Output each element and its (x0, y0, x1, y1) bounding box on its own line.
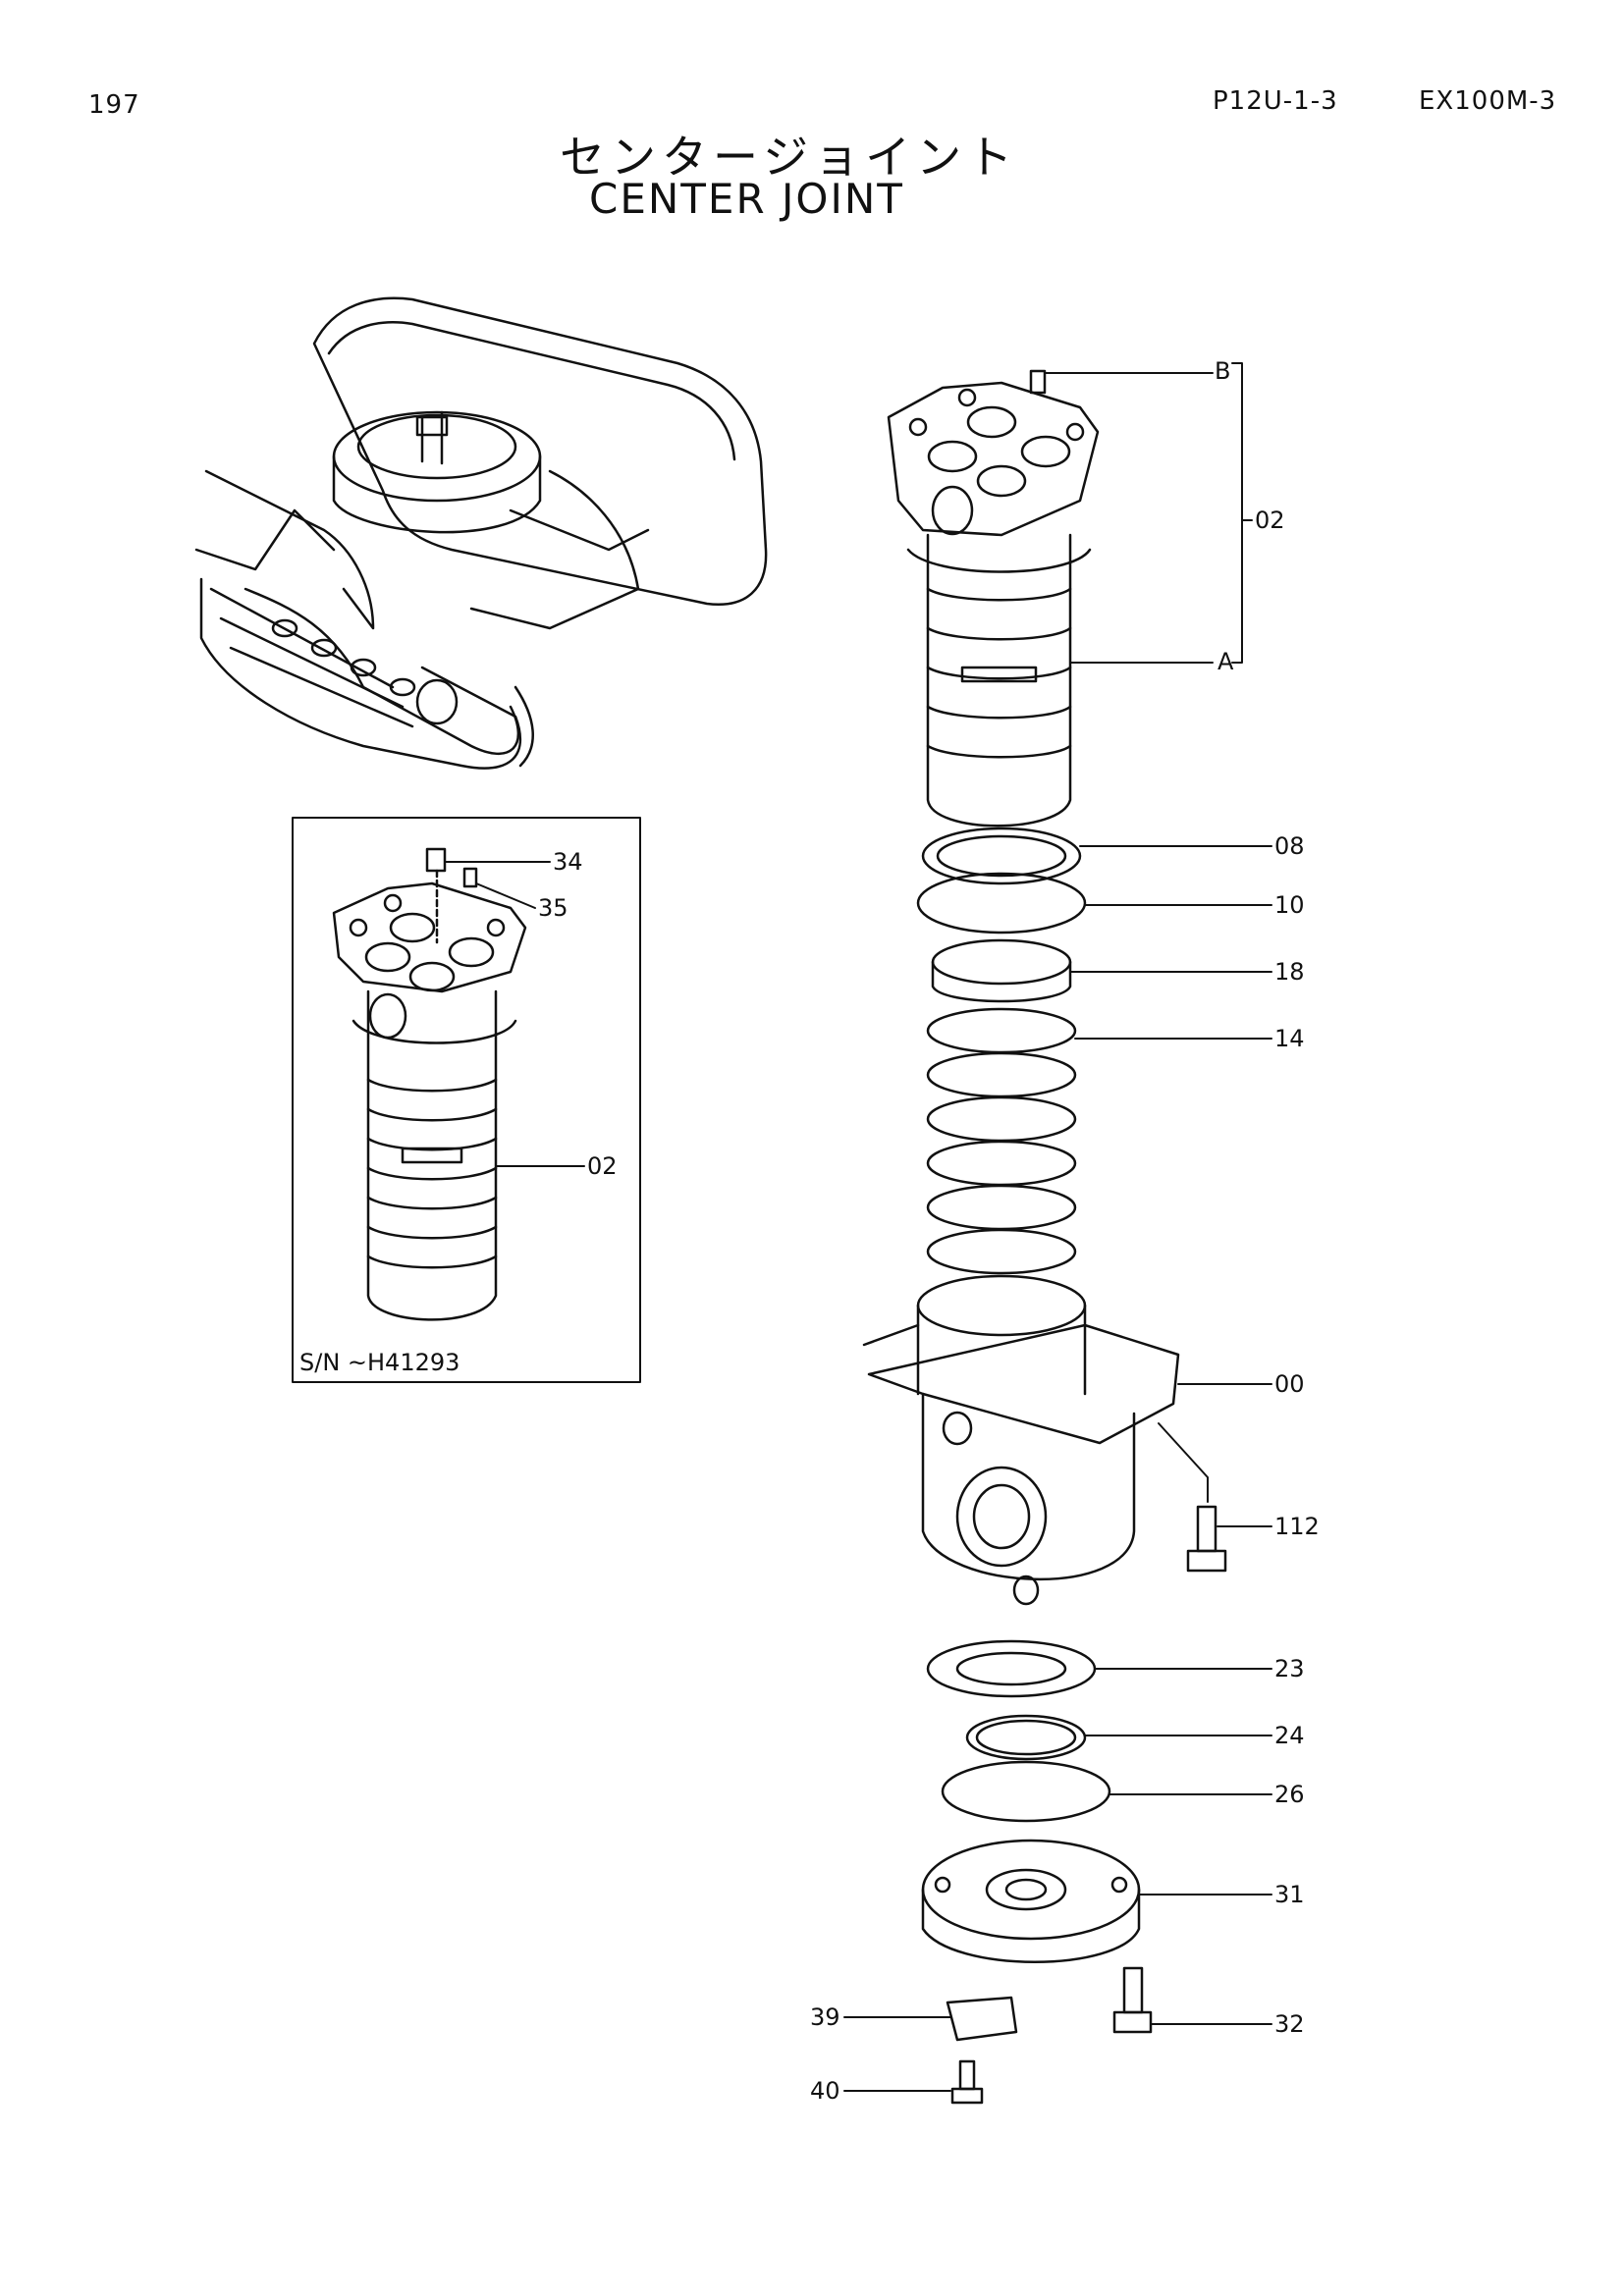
callout-A: A (1217, 648, 1234, 675)
callout-112: 112 (1274, 1513, 1320, 1540)
callout-B: B (1215, 357, 1230, 385)
inset-serial-note: S/N ~H41293 (299, 1349, 460, 1376)
callout-18: 18 (1274, 958, 1305, 986)
callout-10: 10 (1274, 891, 1305, 919)
callout-32: 32 (1274, 2010, 1305, 2038)
callout-40: 40 (810, 2077, 840, 2105)
callout-labels: B 02 A 08 10 18 14 00 112 23 24 26 31 39… (299, 357, 1320, 2105)
undercarriage-illustration (194, 296, 768, 770)
callout-02: 02 (1255, 507, 1285, 534)
title-japanese: センタージョイント (560, 131, 1019, 184)
callout-24: 24 (1274, 1722, 1305, 1749)
callout-00: 00 (1274, 1370, 1305, 1398)
callout-39: 39 (810, 2003, 840, 2031)
inset-callout-02: 02 (587, 1152, 618, 1180)
main-exploded-view (862, 369, 1227, 2105)
page-number: 197 (88, 90, 140, 120)
title-english: CENTER JOINT (589, 175, 904, 223)
inset-prior-version (292, 817, 641, 1383)
inset-callout-35: 35 (538, 894, 568, 922)
callout-14: 14 (1274, 1025, 1305, 1052)
callout-08: 08 (1274, 832, 1305, 860)
model-code: EX100M-3 (1419, 86, 1557, 116)
callout-23: 23 (1274, 1655, 1305, 1682)
callout-26: 26 (1274, 1781, 1305, 1808)
inset-callout-34: 34 (553, 848, 583, 876)
callout-31: 31 (1274, 1881, 1305, 1908)
reference-code: P12U-1-3 (1213, 86, 1338, 116)
